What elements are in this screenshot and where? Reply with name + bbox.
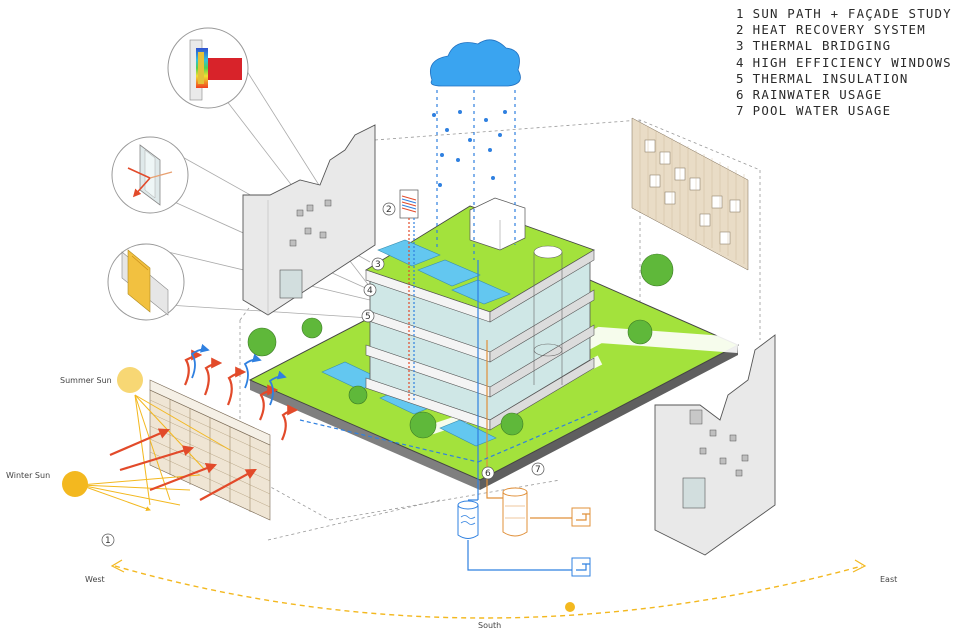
svg-text:7: 7 (535, 465, 541, 475)
winter-sun-disc (62, 471, 88, 497)
marker-2: 2 (382, 202, 396, 216)
west-wall-panel (242, 124, 376, 316)
trees (247, 253, 674, 439)
wooden-facade-screen (631, 117, 749, 271)
building (365, 197, 595, 431)
ventilation-arrows (190, 343, 287, 406)
marker-3: 3 (371, 257, 385, 271)
svg-text:4: 4 (367, 286, 373, 296)
sun-position-marker (565, 602, 575, 612)
marker-7: 7 (531, 462, 545, 476)
rainwater-tank (457, 500, 479, 539)
east-wall-panel (654, 334, 776, 556)
tap-icon (571, 507, 591, 527)
tap-icon (571, 557, 591, 577)
marker-1: 1 (101, 533, 115, 547)
compass-west: West (85, 575, 105, 584)
pool-water-tank (502, 487, 528, 537)
summer-sun-disc (117, 367, 143, 393)
compass-east: East (880, 575, 897, 584)
svg-text:6: 6 (485, 469, 491, 479)
sun-rays (79, 394, 231, 512)
detail-windows (111, 136, 189, 214)
heat-arrows (109, 349, 299, 501)
svg-text:5: 5 (365, 312, 371, 322)
heat-recovery-unit (399, 189, 419, 400)
south-facade-screen (149, 379, 271, 521)
svg-text:2: 2 (386, 205, 392, 215)
svg-text:3: 3 (375, 260, 381, 270)
marker-6: 6 (481, 466, 495, 480)
rain-cloud (429, 39, 521, 260)
compass-south: South (478, 621, 501, 630)
svg-text:1: 1 (105, 536, 111, 546)
summer-sun-label: Summer Sun (60, 376, 112, 385)
summer-sun-icon (117, 367, 143, 393)
marker-5: 5 (361, 309, 375, 323)
sun-path (110, 559, 867, 619)
detail-thermal-bridging (167, 27, 249, 109)
winter-sun-icon (62, 471, 88, 497)
winter-sun-label: Winter Sun (6, 471, 50, 480)
detail-insulation (107, 243, 185, 321)
marker-4: 4 (363, 283, 377, 297)
